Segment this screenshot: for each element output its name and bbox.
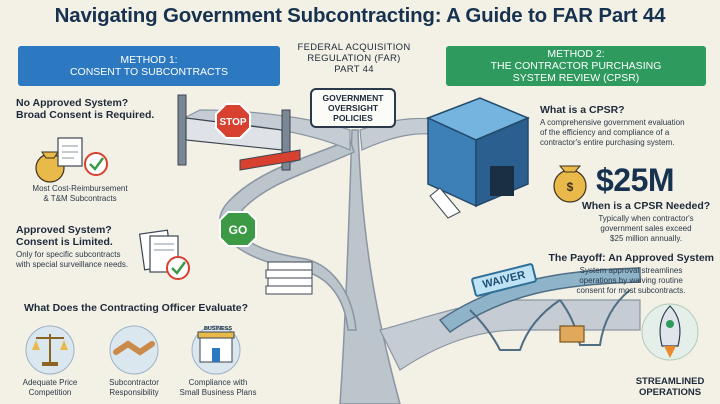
package-icon	[559, 325, 585, 343]
no-system-caption2: & T&M Subcontracts	[43, 194, 117, 203]
method1-line1: METHOD 1:	[120, 54, 178, 66]
payoff-text2: operations by waiving routine	[579, 276, 683, 285]
no-system-caption: Most Cost-Reimbursement & T&M Subcontrac…	[10, 184, 150, 204]
stop-sign-icon: STOP	[215, 103, 251, 139]
approved-section: Approved System? Consent is Limited. Onl…	[16, 224, 156, 270]
rocket-icon	[641, 303, 699, 361]
paper-stack-icon	[265, 261, 313, 295]
no-system-caption1: Most Cost-Reimbursement	[32, 184, 128, 193]
approved-heading2: Consent is Limited.	[16, 236, 113, 248]
oversight-line3: POLICIES	[333, 113, 373, 123]
method2-line3: SYSTEM REVIEW (CPSR)	[512, 72, 640, 84]
evaluate-item-compliance: Compliance with Small Business Plans	[168, 378, 268, 398]
far-line3: PART 44	[334, 64, 374, 75]
payoff-section: The Payoff: An Approved System System ap…	[548, 252, 715, 296]
method1-line2: CONSENT TO SUBCONTRACTS	[69, 66, 229, 78]
no-system-section: No Approved System? Broad Consent is Req…	[16, 97, 186, 121]
threshold-heading: When is a CPSR Needed?	[581, 200, 711, 212]
far-line1: FEDERAL ACQUISITION	[297, 42, 411, 53]
cpsr-text2: of the efficiency and compliance of a	[540, 128, 670, 137]
payoff-text3: consent for most subcontracts.	[576, 286, 686, 295]
evaluate-item-price-line2: Competition	[28, 388, 72, 397]
go-sign-icon: GO	[219, 211, 257, 247]
far-line2: REGULATION (FAR)	[307, 53, 401, 64]
payoff-text1: System approval streamlines	[579, 266, 683, 275]
method2-line2: THE CONTRACTOR PURCHASING	[490, 60, 662, 72]
approved-text2: with special surveillance needs.	[16, 260, 129, 269]
checkmark-icon	[84, 152, 108, 176]
no-system-heading2: Broad Consent is Required.	[16, 109, 155, 121]
threshold-text3: $25 million annually.	[610, 234, 682, 243]
evaluate-item-price: Adequate Price Competition	[6, 378, 94, 398]
oversight-sign: GOVERNMENT OVERSIGHT POLICIES	[310, 88, 396, 128]
far-label: FEDERAL ACQUISITION REGULATION (FAR) PAR…	[284, 42, 424, 75]
streamlined-line2: OPERATIONS	[638, 387, 702, 398]
cpsr-building-icon	[426, 97, 530, 219]
approved-text1: Only for specific subcontracts	[16, 250, 121, 259]
storefront-icon	[191, 325, 241, 375]
method2-line1: METHOD 2:	[547, 48, 605, 60]
evaluate-item-compliance-line2: Small Business Plans	[179, 388, 257, 397]
no-system-heading1: No Approved System?	[16, 97, 129, 109]
cpsr-text3: contractor's entire purchasing system.	[540, 138, 675, 147]
evaluate-item-compliance-line1: Compliance with	[188, 378, 248, 387]
svg-text:$: $	[567, 180, 574, 194]
threshold-text2: government sales exceed	[600, 224, 692, 233]
evaluate-item-price-line1: Adequate Price	[22, 378, 78, 387]
handshake-icon	[109, 325, 159, 375]
document-icon	[57, 137, 83, 167]
cpsr-section: What is a CPSR? A comprehensive governme…	[540, 104, 710, 148]
money-bag-icon	[35, 151, 65, 183]
oversight-line1: GOVERNMENT	[322, 93, 384, 103]
evaluate-item-responsibility-line1: Subcontractor	[109, 378, 159, 387]
evaluate-item-responsibility-line2: Responsibility	[109, 388, 159, 397]
cpsr-heading: What is a CPSR?	[540, 104, 625, 116]
oversight-line2: OVERSIGHT	[327, 103, 379, 113]
threshold-text1: Typically when contractor's	[598, 214, 694, 223]
streamlined-label: STREAMLINED OPERATIONS	[622, 376, 718, 398]
approved-documents-icon	[138, 229, 190, 280]
cpsr-text1: A comprehensive government evaluation	[540, 118, 685, 127]
approved-heading1: Approved System?	[16, 224, 112, 236]
go-sign-label: GO	[229, 223, 248, 237]
streamlined-line1: STREAMLINED	[635, 376, 705, 387]
threshold-section: When is a CPSR Needed? Typically when co…	[578, 200, 714, 244]
payoff-heading: The Payoff: An Approved System	[548, 252, 715, 264]
threshold-amount: $25M	[596, 162, 675, 198]
method2-banner: METHOD 2: THE CONTRACTOR PURCHASING SYST…	[446, 46, 706, 86]
money-bag-right-icon: $	[553, 165, 587, 203]
scales-icon	[25, 325, 75, 375]
left-branch-road	[219, 139, 357, 331]
evaluate-heading: What Does the Contracting Officer Evalua…	[24, 302, 249, 314]
central-road	[339, 129, 401, 404]
stop-sign-label: STOP	[219, 117, 246, 128]
business-sign: BUSINESS	[203, 326, 233, 332]
method1-banner: METHOD 1: CONSENT TO SUBCONTRACTS	[18, 46, 280, 86]
evaluate-item-responsibility: Subcontractor Responsibility	[90, 378, 178, 398]
page-title: Navigating Government Subcontracting: A …	[54, 4, 666, 27]
